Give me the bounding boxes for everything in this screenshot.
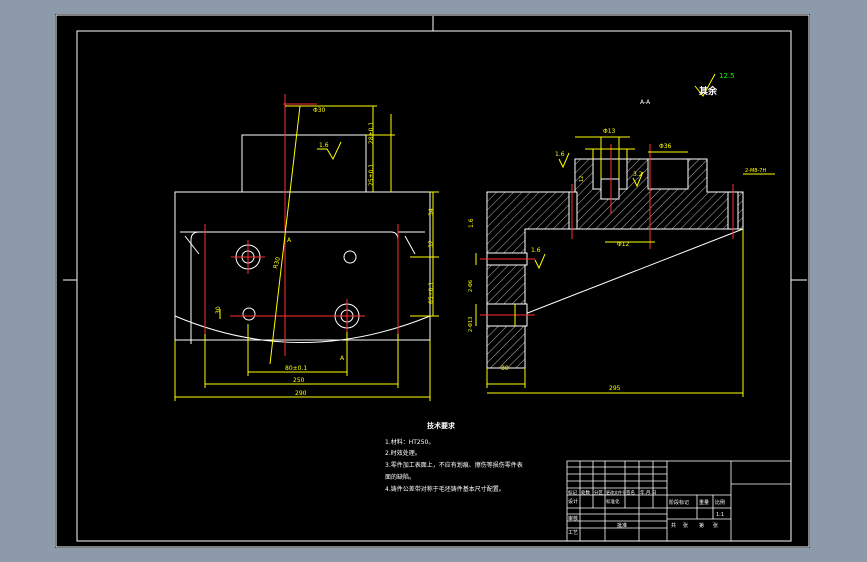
dim-r-phi36: Φ36 (659, 143, 672, 150)
tech-req-title: 技术要求 (427, 421, 456, 430)
dim-r-80: 80 (501, 365, 509, 372)
tech-req-item-5: 4.铸件公差带对称于毛坯铸件基本尺寸配置。 (385, 485, 505, 493)
tech-req-item-1: 1.材料：HT250。 (385, 438, 434, 446)
tb-scale-value: 1:1 (716, 512, 724, 518)
dim-r-2phi13: 2-Φ13 (468, 317, 474, 332)
dim-r-1: 1.6 (555, 151, 565, 158)
dim-r-phi13: Φ13 (603, 128, 616, 135)
dim-phi30: Φ30 (313, 107, 326, 114)
tb-weight: 重量 (699, 499, 709, 506)
tb-review: 审核 (568, 515, 578, 522)
dim-250: 250 (293, 377, 305, 384)
tb-header-zone: 分区 (594, 489, 603, 496)
tb-header-mark: 标记 (568, 489, 577, 496)
body-outline (174, 191, 431, 341)
front-dimensions (174, 105, 439, 401)
dim-r-1-6-b: 1.6 (468, 218, 475, 228)
technical-requirements: 技术要求 1.材料：HT250。 2.时效处理。 3.零件加工表面上，不应有划痕… (385, 421, 523, 493)
tech-req-item-4: 面的缺陷。 (385, 473, 415, 481)
cad-drawing: 1.6 Φ30 28±0.1 25±0.1 34 32 65±0.1 R30 3… (55, 14, 810, 548)
tb-sheets-2: 张 (713, 522, 718, 529)
tb-process: 工艺 (568, 530, 578, 536)
dim-r-295: 295 (609, 385, 621, 392)
section-view-label: A-A (640, 99, 651, 106)
section-mark-a-bottom: A (340, 355, 345, 362)
outer-frame (55, 14, 810, 548)
section-view (486, 158, 744, 369)
front-view (174, 134, 431, 344)
tb-header-date: 年.月.日 (640, 489, 656, 496)
dim-28: 28±0.1 (368, 122, 375, 144)
dim-25: 25±0.1 (368, 164, 375, 186)
tech-req-item-3: 3.零件加工表面上，不应有划痕、擦伤等损伤零件表 (385, 461, 523, 469)
surface-note-value: 12.5 (719, 72, 735, 80)
dim-80: 80±0.1 (285, 365, 307, 372)
inner-frame (76, 30, 792, 542)
section-dimensions (475, 73, 775, 397)
bottom-arc (174, 315, 431, 343)
dim-r-3-2: 3.2 (633, 171, 643, 178)
tech-req-item-2: 2.时效处理。 (385, 449, 421, 457)
tb-stage-mark: 阶段标记 (669, 499, 689, 506)
section-centerlines (480, 144, 734, 316)
tb-standardization: 标准化 (606, 498, 620, 505)
hole-small-2 (242, 307, 256, 321)
dim-r-12: 12 (579, 176, 585, 182)
tb-header-count: 处数 (581, 489, 590, 496)
dim-r-phi12: Φ12 (617, 241, 630, 248)
dim-32: 32 (428, 240, 435, 248)
hole-small-1 (343, 250, 357, 264)
front-centerlines (204, 94, 399, 356)
tb-header-change-doc: 更改文件号 (606, 489, 626, 495)
dim-r30: R30 (272, 256, 282, 269)
dim-290: 290 (295, 390, 307, 397)
pocket-outline (199, 231, 399, 344)
tb-sheets-1: 张 (683, 522, 688, 529)
surface-note-label: 其余 (699, 85, 718, 97)
dim-r-2phi6: 2-Φ6 (468, 280, 474, 292)
title-block (566, 460, 792, 542)
roughness-left: 1.6 (319, 142, 329, 149)
dim-34: 34 (428, 208, 435, 216)
dim-65: 65±0.1 (428, 282, 435, 304)
tb-sheet-no: 第 (699, 522, 704, 529)
dim-r-m8: 2-M8-7H (745, 168, 766, 174)
tb-total: 共 (671, 522, 676, 529)
tb-header-sign: 签名 (626, 489, 635, 496)
tb-design: 设计 (568, 498, 578, 505)
tb-scale-label: 比例 (715, 499, 725, 506)
drawing-sheet: 1.6 Φ30 28±0.1 25±0.1 34 32 65±0.1 R30 3… (55, 14, 810, 548)
dim-r-1-6: 1.6 (531, 247, 541, 254)
tb-approve: 批准 (617, 522, 627, 529)
section-mark-a-top: A (287, 237, 292, 244)
boss-outline (241, 134, 367, 193)
dim-30: 30 (215, 306, 222, 314)
